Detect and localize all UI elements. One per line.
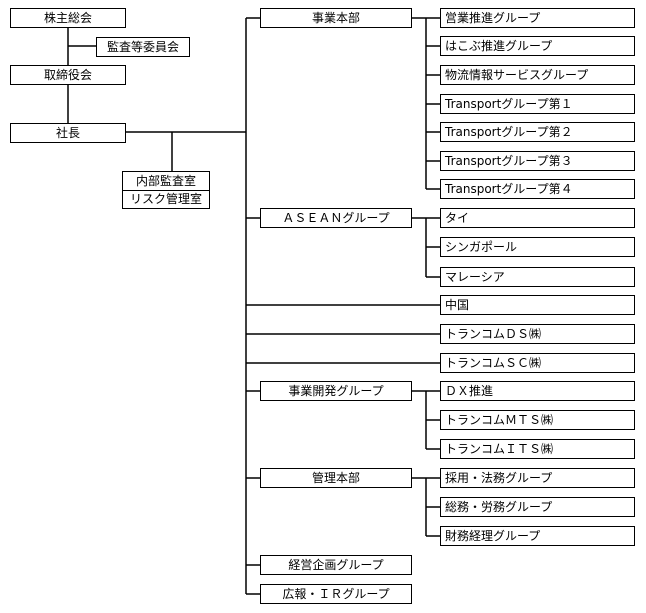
asean-unit: タイ [440,208,635,228]
business-hq-unit: Transportグループ第３ [440,151,635,171]
shareholders-box: 株主総会 [10,8,126,28]
business-hq-unit: Transportグループ第４ [440,179,635,199]
risk-management-label: リスク管理室 [123,189,209,209]
staff-offices-box: 内部監査室 リスク管理室 [122,171,210,209]
president-box: 社長 [10,123,126,143]
pr-ir-box: 広報・ＩＲグループ [260,584,412,604]
biz-dev-unit: トランコムＭＴＳ㈱ [440,410,635,430]
asean-unit: シンガポール [440,237,635,257]
asean-box: ＡＳＥＡＮグループ [260,208,412,228]
internal-audit-label: 内部監査室 [135,173,196,188]
biz-dev-box: 事業開発グループ [260,381,412,401]
business-hq-unit: 営業推進グループ [440,8,635,28]
business-hq-box: 事業本部 [260,8,412,28]
admin-hq-box: 管理本部 [260,468,412,488]
admin-hq-unit: 採用・法務グループ [440,468,635,488]
corp-planning-box: 経営企画グループ [260,555,412,575]
china-box: 中国 [440,295,635,315]
trancom-sc-box: トランコムＳＣ㈱ [440,353,635,373]
board-box: 取締役会 [10,65,126,85]
trancom-ds-box: トランコムＤＳ㈱ [440,324,635,344]
admin-hq-unit: 財務経理グループ [440,526,635,546]
biz-dev-unit: トランコムＩＴＳ㈱ [440,439,635,459]
asean-unit: マレーシア [440,267,635,287]
business-hq-unit: はこぶ推進グループ [440,36,635,56]
admin-hq-unit: 総務・労務グループ [440,497,635,517]
business-hq-unit: Transportグループ第２ [440,122,635,142]
business-hq-unit: Transportグループ第１ [440,94,635,114]
audit-committee-box: 監査等委員会 [96,37,190,57]
business-hq-unit: 物流情報サービスグループ [440,65,635,85]
biz-dev-unit: ＤＸ推進 [440,381,635,401]
